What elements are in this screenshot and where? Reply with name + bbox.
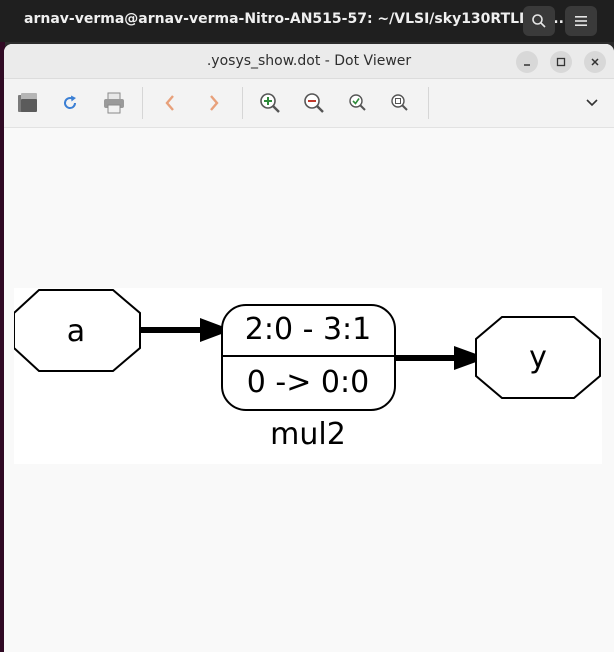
edge-arrowhead <box>454 346 487 370</box>
input-node-label: a <box>67 314 85 349</box>
hamburger-icon <box>575 16 587 26</box>
terminal-search-button[interactable] <box>523 6 555 36</box>
output-node-label: y <box>529 340 547 375</box>
back-icon <box>165 95 174 111</box>
print-icon <box>104 92 124 114</box>
window-titlebar[interactable]: .yosys_show.dot - Dot Viewer <box>4 44 614 79</box>
graph-canvas[interactable]: a 2:0 - 3:1 0 -> 0:0 mul2 y <box>4 128 614 652</box>
maximize-button[interactable] <box>550 51 572 73</box>
netlist-graph: a 2:0 - 3:1 0 -> 0:0 mul2 y <box>13 289 601 452</box>
toolbar-overflow-button[interactable] <box>578 89 606 117</box>
edge-arrowhead <box>200 318 232 342</box>
zoom-out-icon <box>304 93 324 113</box>
zoom-100-button[interactable] <box>386 89 414 117</box>
toolbar <box>4 79 614 128</box>
forward-button[interactable] <box>200 89 228 117</box>
zoom-fit-icon <box>349 94 366 111</box>
zoom-out-button[interactable] <box>300 89 328 117</box>
print-button[interactable] <box>100 89 128 117</box>
close-button[interactable] <box>584 51 606 73</box>
graph-area: a 2:0 - 3:1 0 -> 0:0 mul2 y <box>13 288 602 464</box>
cell-top-label: 2:0 - 3:1 <box>245 312 371 347</box>
terminal-background <box>0 42 5 652</box>
cell-name-label: mul2 <box>270 417 346 452</box>
terminal-title: arnav-verma@arnav-verma-Nitro-AN515-57: … <box>24 11 570 27</box>
maximize-icon <box>556 57 566 67</box>
dot-viewer-window: .yosys_show.dot - Dot Viewer <box>4 44 614 652</box>
minimize-icon <box>524 64 530 66</box>
cell-bottom-label: 0 -> 0:0 <box>247 365 369 400</box>
minimize-button[interactable] <box>516 51 538 73</box>
reload-button[interactable] <box>56 89 84 117</box>
window-title: .yosys_show.dot - Dot Viewer <box>206 53 412 69</box>
zoom-100-icon <box>391 94 408 111</box>
back-button[interactable] <box>156 89 184 117</box>
zoom-fit-button[interactable] <box>344 89 372 117</box>
toolbar-separator <box>242 87 243 119</box>
zoom-in-button[interactable] <box>256 89 284 117</box>
terminal-menu-button[interactable] <box>565 6 597 36</box>
input-node-a[interactable] <box>13 289 141 372</box>
reload-icon <box>64 95 77 109</box>
toolbar-separator <box>142 87 143 119</box>
open-icon <box>18 93 37 112</box>
forward-icon <box>210 95 219 111</box>
output-node-y[interactable] <box>475 316 601 399</box>
close-icon <box>591 58 599 66</box>
zoom-in-icon <box>260 93 280 113</box>
toolbar-separator <box>428 87 429 119</box>
open-button[interactable] <box>14 89 42 117</box>
search-icon <box>532 14 546 28</box>
chevron-down-icon <box>586 99 598 107</box>
terminal-titlebar: arnav-verma@arnav-verma-Nitro-AN515-57: … <box>0 0 614 42</box>
